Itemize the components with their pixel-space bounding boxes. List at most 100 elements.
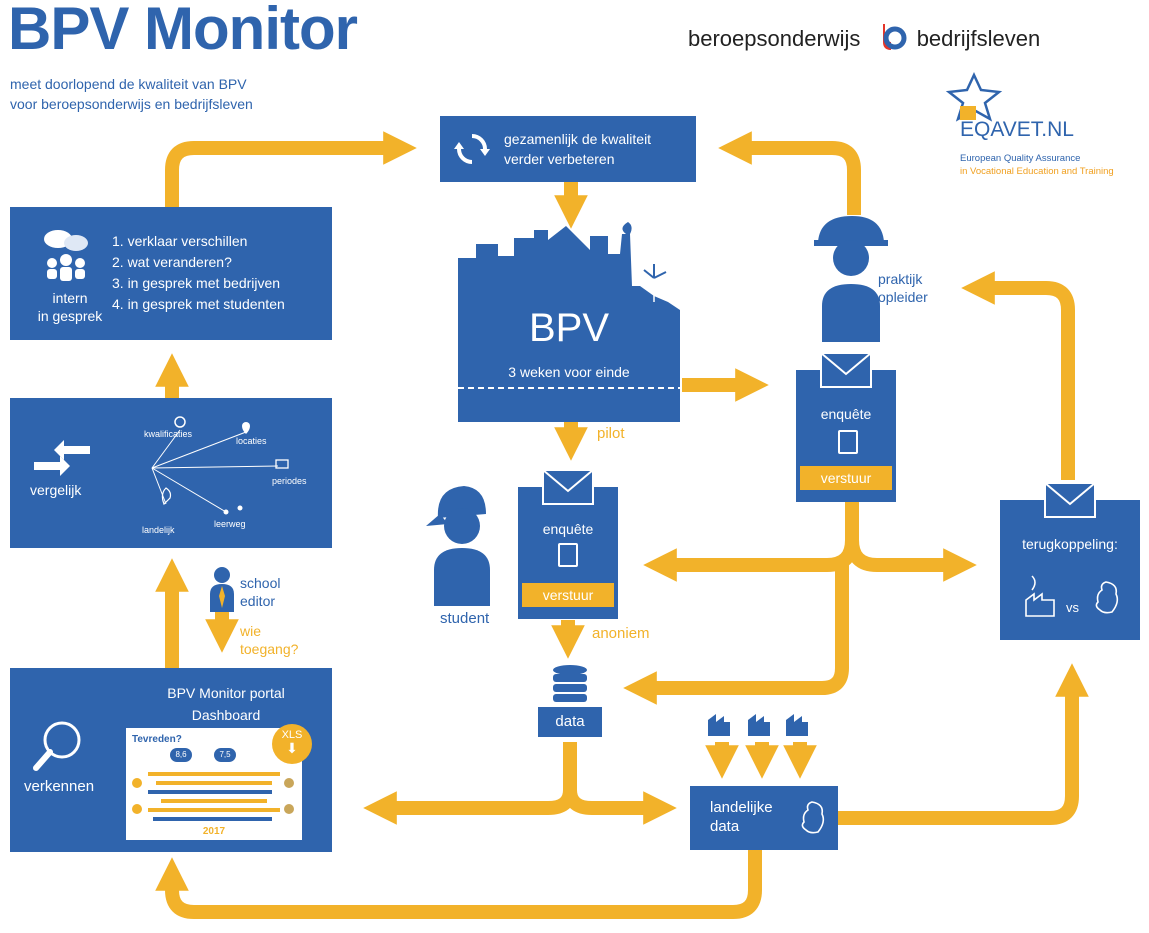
dashboard-year: 2017 [202,826,226,837]
compare-leerweg: leerweg [214,519,246,529]
compare-label: vergelijk [30,482,82,498]
subtitle-line-2: voor beroepsonderwijs en bedrijfsleven [10,96,253,112]
arrow-trainer-to-improve [718,131,861,215]
access-question: wie toegang? [240,622,298,658]
portal-box: BPV Monitor portal Dashboard verkennen T… [10,668,332,852]
medal-icon [174,416,186,428]
subtitle-line-1: meet doorlopend de kwaliteit van BPV [10,76,247,92]
improve-line-1: gezamenlijk de kwaliteit [504,131,652,147]
arrow-feedback-to-trainer [961,271,1075,480]
access-q-1: wie [240,623,262,639]
arrow-trainer-to-student [643,500,859,582]
intern-label: intern in gesprek [18,289,122,325]
form-icon [558,543,578,567]
arrow-data-to-portal [363,742,577,825]
page-subtitle: meet doorlopend de kwaliteit van BPV voo… [10,74,253,114]
compare-arrows-icon [34,440,90,476]
eqavet-star-icon [945,72,1003,122]
portal-explore-label: verkennen [24,778,95,795]
score-badge-1: 8,6 [170,748,192,762]
dashboard-preview[interactable]: Tevreden? 8,6 7,5 2017 [126,728,302,840]
envelope-icon [820,352,872,388]
netherlands-map-icon [801,801,825,834]
eqavet-sub-1: European Quality Assurance [960,153,1081,164]
improve-line-2: verder verbeteren [504,151,615,167]
step-1: 1. verklaar verschillen [112,233,248,249]
compare-box: vergelijk kwalificaties locaties periode… [10,398,332,548]
improve-text: gezamenlijk de kwaliteit verder verbeter… [504,129,651,169]
compare-locaties: locaties [236,436,267,446]
portal-title-1: BPV Monitor portal [167,685,285,701]
trainer-label: praktijk opleider [878,270,928,306]
dashboard-question: Tevreden? [132,734,182,745]
compare-spider-lines [151,416,289,515]
arrow-national-to-feedback [838,663,1089,825]
eqavet-logo: EQAVET.NL [960,118,1074,141]
factory-icon [1025,575,1055,617]
page-title: BPV Monitor [8,0,358,62]
arrow-trainer-to-data [623,560,849,705]
brand-logo-sbb: beroepsonderwijs bedrijfsleven [688,22,1040,52]
eqavet-sub-2: in Vocational Education and Training [960,166,1114,177]
compare-landelijk: landelijk [142,525,175,535]
xls-label: XLS [281,729,303,741]
location-pin-icon [242,422,250,434]
pie-icon-1 [132,778,142,788]
conversation-icon [44,230,88,281]
arrow-data-to-national [563,789,677,825]
brand-right-text: bedrijfsleven [916,26,1041,51]
feedback-box: terugkoppeling: vs [1000,482,1140,640]
path-icon [223,509,229,515]
student-survey-label: enquête [542,521,594,537]
trainer-label-1: praktijk [878,271,923,287]
factories-icon [708,714,808,736]
national-line-2: data [710,818,740,835]
step-4: 4. in gesprek met studenten [112,296,285,312]
access-q-2: toegang? [240,641,299,657]
national-data-box: landelijke data [690,786,838,850]
school-editor-label: school editor [240,574,280,610]
score-badge-2: 7,5 [214,748,236,762]
practical-trainer-icon [814,216,888,342]
envelope-icon [1044,482,1096,518]
magnifier-icon [33,721,81,771]
dashboard-bars [148,772,280,821]
arrow-trainer-to-feedback [845,539,977,582]
refresh-icon [454,134,490,164]
national-label: landelijke data [710,798,773,836]
intern-steps: 1. verklaar verschillen 2. wat verandere… [112,231,285,315]
envelope-icon [542,469,594,505]
period-icon [275,459,289,469]
data-box: data [538,707,602,737]
arrow-intern-to-improve [165,131,417,207]
pie-icon-3 [284,778,294,788]
national-line-1: landelijke [710,799,773,816]
intern-label-1: intern [52,290,88,306]
versus-label: vs [1066,600,1079,615]
school-editor-icon [210,567,234,612]
intern-label-2: in gesprek [37,308,103,324]
portal-title: BPV Monitor portal Dashboard [126,682,326,726]
xls-download-button[interactable]: XLS ⬇ [272,724,312,764]
intern-box: intern in gesprek 1. verklaar verschille… [10,207,332,340]
pie-icon-4 [284,804,294,814]
student-survey-box: enquête verstuur [518,469,618,619]
form-icon [838,430,858,454]
trainer-label-2: opleider [878,289,928,305]
trainer-survey-box: enquête verstuur [796,352,896,502]
feedback-label: terugkoppeling: [1022,536,1118,552]
netherlands-map-icon [1095,581,1119,614]
brand-left-text: beroepsonderwijs [688,26,861,51]
step-3: 3. in gesprek met bedrijven [112,275,281,291]
anonymous-label: anoniem [592,625,650,642]
student-label: student [440,610,490,627]
student-icon [426,486,490,606]
trainer-survey-label: enquête [820,406,872,422]
trainer-send-button[interactable]: verstuur [800,466,892,490]
bpv-title: BPV [528,306,610,350]
database-icon [553,665,587,702]
student-send-button[interactable]: verstuur [522,583,614,607]
netherlands-map-icon [161,487,172,506]
portal-title-2: Dashboard [191,707,261,723]
